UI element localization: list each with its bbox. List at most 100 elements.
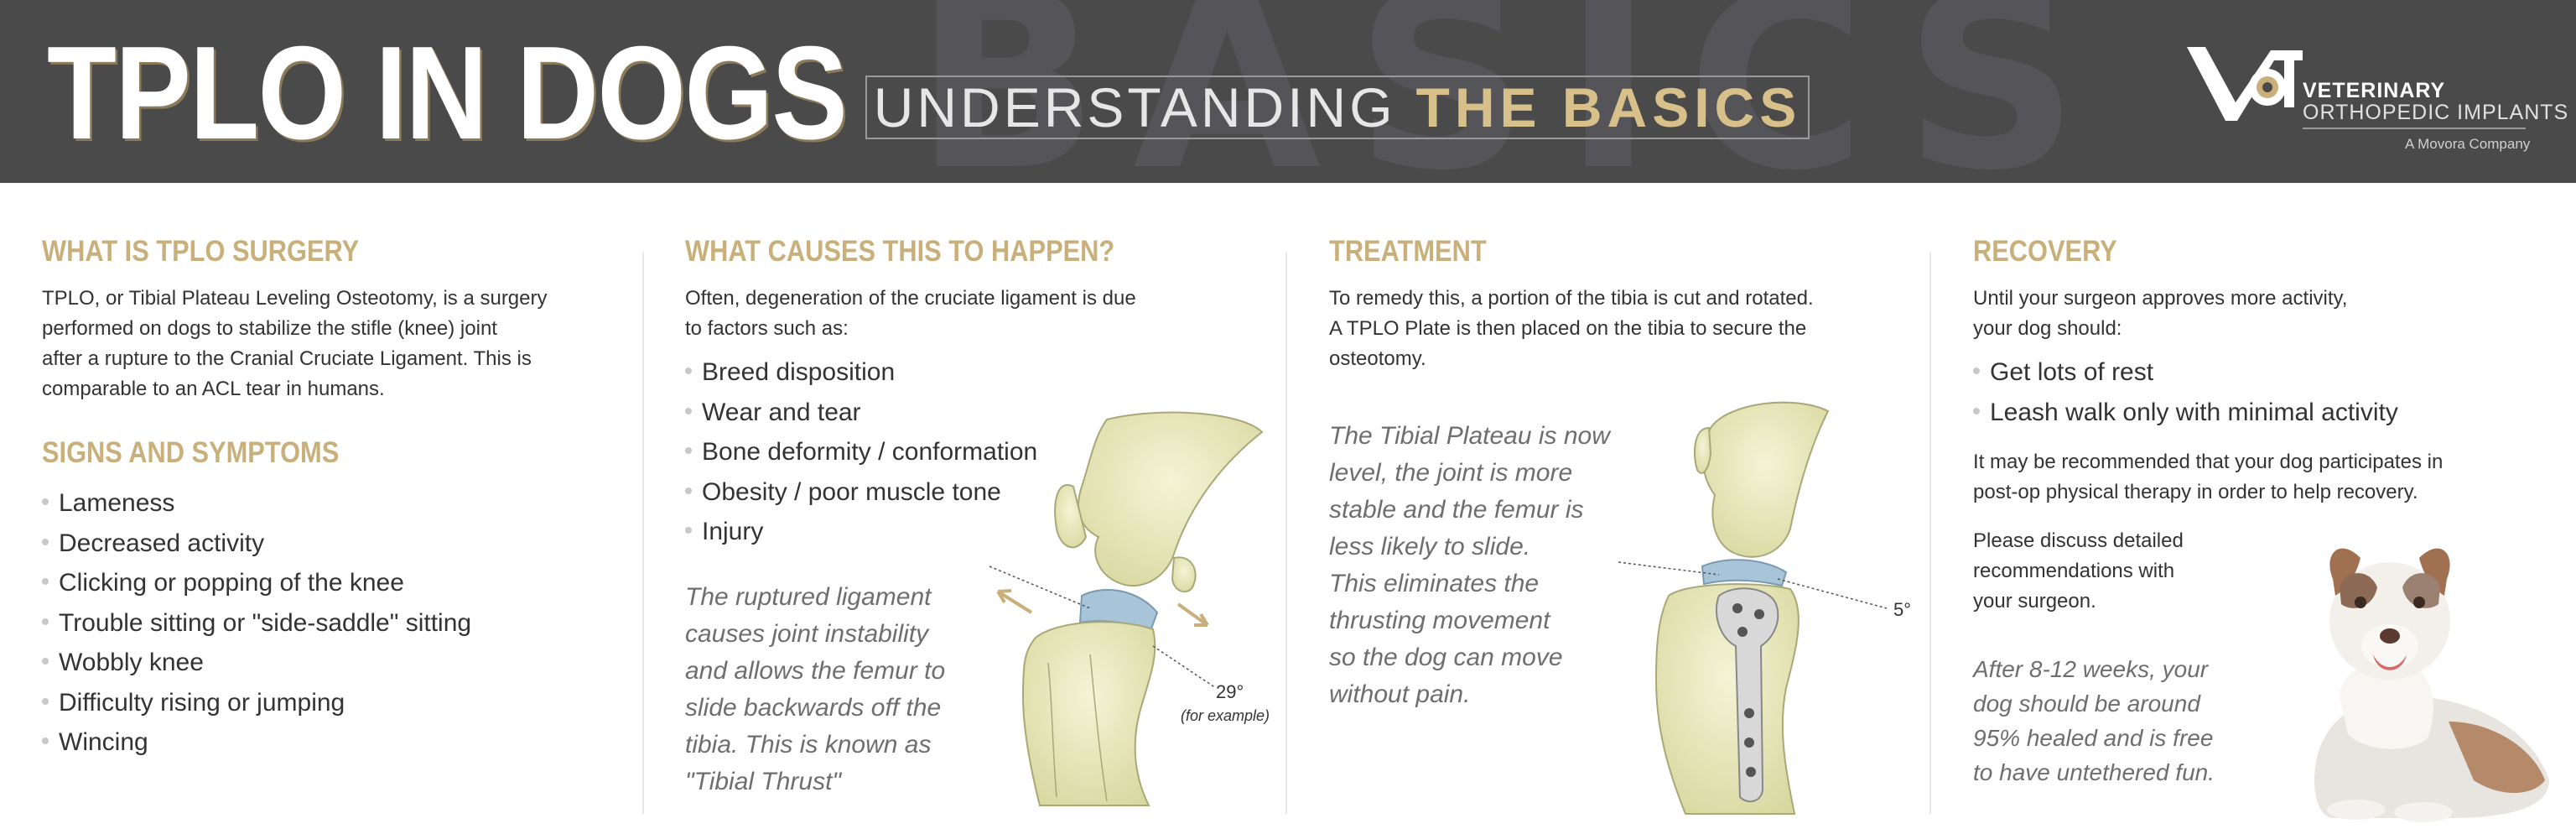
- causes-intro: Often, degeneration of the cruciate liga…: [685, 284, 1272, 344]
- page-title: TPLO IN DOGS: [47, 19, 848, 167]
- text-line: A TPLO Plate is then placed on the tibia…: [1329, 317, 1807, 340]
- text-line: Until your surgeon approves more activit…: [1973, 287, 2348, 310]
- text-line: Please discuss detailed: [1973, 529, 2184, 552]
- bullet-icon: [42, 738, 49, 745]
- recovery-intro: Until your surgeon approves more activit…: [1973, 284, 2527, 344]
- bullet-icon: [42, 498, 49, 506]
- quote-line: level, the joint is more: [1329, 459, 1573, 487]
- text-line: your surgeon.: [1973, 590, 2096, 612]
- recovery-quote: After 8-12 weeks, your dog should be aro…: [1973, 652, 2527, 790]
- list-item: Injury: [685, 512, 1272, 552]
- dog-photo: [2281, 529, 2558, 822]
- bullet-icon: [685, 527, 692, 534]
- quote-line: tibia. This is known as: [685, 730, 932, 758]
- list-item: Lameness: [42, 483, 629, 524]
- text-line: To remedy this, a portion of the tibia i…: [1329, 287, 1814, 310]
- heading-what-is-tplo: WHAT IS TPLO SURGERY: [42, 235, 360, 268]
- quote-line: "Tibial Thrust": [685, 767, 842, 795]
- angle-label-5: 5°: [1893, 599, 1912, 620]
- knee-rupture-illustration: 29° (for example): [973, 411, 1283, 814]
- quote-line: so the dog can move: [1329, 644, 1563, 671]
- column-divider: [1285, 252, 1287, 814]
- tplo-description: TPLO, or Tibial Plateau Leveling Osteoto…: [42, 284, 629, 404]
- subtitle-box: UNDERSTANDING THE BASICS: [865, 76, 1810, 139]
- quote-line: This eliminates the: [1329, 570, 1540, 597]
- bullet-icon: [42, 538, 49, 545]
- logo-text-veterinary: VETERINARY: [2303, 79, 2446, 102]
- tplo-plate-illustration: 5°: [1610, 394, 1929, 822]
- quote-line: thrusting movement: [1329, 607, 1550, 634]
- quote-line: The Tibial Plateau is now: [1329, 422, 1610, 450]
- text-line: after a rupture to the Cranial Cruciate …: [42, 347, 532, 370]
- text-line: Often, degeneration of the cruciate liga…: [685, 287, 1136, 310]
- tibial-thrust-quote: The ruptured ligament causes joint insta…: [685, 579, 1272, 800]
- text-line: performed on dogs to stabilize the stifl…: [42, 317, 497, 340]
- causes-list: Breed disposition Wear and tear Bone def…: [685, 352, 1272, 552]
- logo-text-orthopedic-implants: ORTHOPEDIC IMPLANTS: [2303, 101, 2569, 124]
- column-causes: WHAT CAUSES THIS TO HAPPEN? Often, degen…: [685, 235, 1272, 800]
- list-item: Wear and tear: [685, 393, 1272, 433]
- voi-logo-icon: [2187, 47, 2303, 121]
- list-item: Breed disposition: [685, 352, 1272, 393]
- bullet-icon: [685, 407, 692, 414]
- bullet-icon: [42, 578, 49, 586]
- knee-bone-icon: [989, 411, 1264, 806]
- quote-line: to have untethered fun.: [1973, 759, 2215, 785]
- quote-line: The ruptured ligament: [685, 582, 932, 611]
- bullet-icon: [1973, 367, 1980, 375]
- list-item: Trouble sitting or "side-saddle" sitting: [42, 603, 629, 644]
- column-treatment: TREATMENT To remedy this, a portion of t…: [1329, 235, 1916, 713]
- logo-divider: [2303, 128, 2526, 129]
- quote-line: less likely to slide.: [1329, 533, 1531, 560]
- column-what-is-tplo: WHAT IS TPLO SURGERY TPLO, or Tibial Pla…: [42, 235, 629, 763]
- knee-plate-icon: [1618, 401, 1888, 815]
- company-logo: VETERINARY ORTHOPEDIC IMPLANTS A Movora …: [2187, 44, 2568, 161]
- list-item: Wincing: [42, 722, 629, 763]
- column-divider: [642, 252, 644, 814]
- logo-text-movora: A Movora Company: [2405, 136, 2531, 152]
- bullet-icon: [42, 697, 49, 705]
- heading-recovery: RECOVERY: [1973, 235, 2117, 268]
- list-item: Difficulty rising or jumping: [42, 683, 629, 723]
- quote-line: causes joint instability: [685, 619, 929, 648]
- quote-line: without pain.: [1329, 680, 1471, 708]
- heading-causes: WHAT CAUSES THIS TO HAPPEN?: [685, 235, 1115, 268]
- recovery-list: Get lots of rest Leash walk only with mi…: [1973, 352, 2527, 432]
- text-line: recommendations with: [1973, 560, 2175, 582]
- bullet-icon: [42, 618, 49, 625]
- physical-therapy-note: It may be recommended that your dog part…: [1973, 447, 2527, 508]
- text-line: post-op physical therapy in order to hel…: [1973, 481, 2418, 503]
- text-line: to factors such as:: [685, 317, 849, 340]
- column-divider: [1929, 252, 1931, 814]
- quote-line: and allows the femur to: [685, 656, 946, 685]
- discuss-note: Please discuss detailed recommendations …: [1973, 526, 2527, 617]
- treatment-description: To remedy this, a portion of the tibia i…: [1329, 284, 1916, 374]
- angle-label-29: 29°: [1216, 681, 1244, 702]
- bullet-icon: [685, 487, 692, 494]
- bullet-icon: [685, 447, 692, 455]
- quote-line: 95% healed and is free: [1973, 725, 2214, 751]
- quote-line: stable and the femur is: [1329, 496, 1584, 524]
- subtitle-bold: THE BASICS: [1415, 76, 1802, 138]
- list-item: Clicking or popping of the knee: [42, 563, 629, 603]
- subtitle-light: UNDERSTANDING: [873, 76, 1396, 138]
- column-recovery: RECOVERY Until your surgeon approves mor…: [1973, 235, 2527, 790]
- header-background-word: BASICS: [914, 0, 2113, 183]
- text-line: comparable to an ACL tear in humans.: [42, 378, 385, 400]
- quote-line: dog should be around: [1973, 691, 2200, 717]
- text-line: your dog should:: [1973, 317, 2122, 340]
- list-item: Wobbly knee: [42, 643, 629, 683]
- list-item: Decreased activity: [42, 524, 629, 564]
- heading-treatment: TREATMENT: [1329, 235, 1487, 268]
- quote-line: slide backwards off the: [685, 693, 942, 722]
- list-item: Bone deformity / conformation: [685, 432, 1272, 472]
- bullet-icon: [1973, 407, 1980, 414]
- quote-line: After 8-12 weeks, your: [1973, 656, 2209, 682]
- bullet-icon: [685, 367, 692, 375]
- text-line: TPLO, or Tibial Plateau Leveling Osteoto…: [42, 287, 548, 310]
- heading-signs-symptoms: SIGNS AND SYMPTOMS: [42, 436, 340, 469]
- treatment-quote: The Tibial Plateau is now level, the joi…: [1329, 418, 1916, 713]
- list-item: Get lots of rest: [1973, 352, 2527, 393]
- text-line: osteotomy.: [1329, 347, 1426, 370]
- dog-icon: [2314, 548, 2549, 822]
